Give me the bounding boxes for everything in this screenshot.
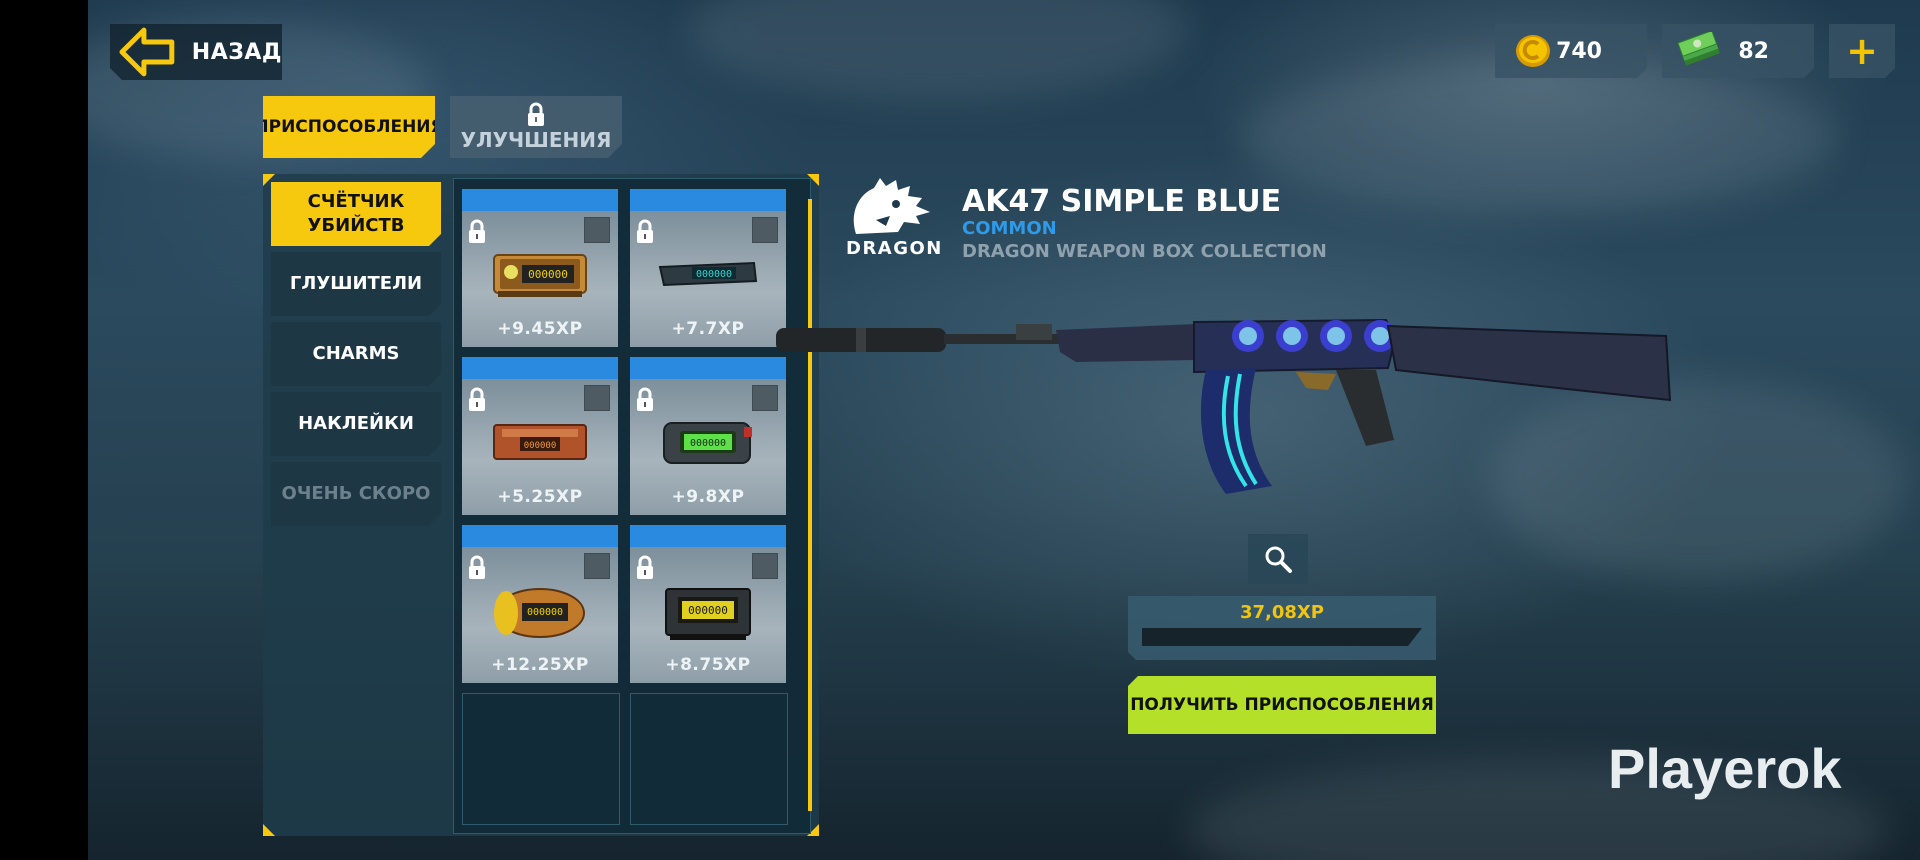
magnifier-icon bbox=[1265, 546, 1292, 573]
item-rarity-band bbox=[630, 357, 786, 379]
lock-icon bbox=[469, 219, 485, 243]
item-rarity-band bbox=[630, 525, 786, 547]
category-stickers[interactable]: НАКЛЕЙКИ bbox=[271, 392, 441, 456]
item-checkbox[interactable] bbox=[752, 217, 778, 243]
add-currency-button[interactable]: + bbox=[1829, 24, 1895, 78]
back-label: НАЗАД bbox=[191, 39, 282, 65]
kill-counter-slim-icon: 000000 bbox=[658, 261, 758, 287]
item-card[interactable]: 000000 +7.7XP bbox=[630, 189, 786, 347]
coin-amount: 740 bbox=[1556, 38, 1602, 64]
kill-counter-skull-icon: 000000 bbox=[493, 254, 587, 297]
svg-text:000000: 000000 bbox=[688, 604, 728, 617]
category-label: СЧЁТЧИК УБИЙСТВ bbox=[307, 190, 405, 236]
fog-cloud bbox=[1238, 60, 1838, 220]
item-checkbox[interactable] bbox=[752, 385, 778, 411]
category-label: НАКЛЕЙКИ bbox=[298, 412, 414, 434]
lock-icon bbox=[637, 387, 653, 411]
attachments-panel: СЧЁТЧИК УБИЙСТВ ГЛУШИТЕЛИ CHARMS НАКЛЕЙК… bbox=[263, 174, 819, 836]
category-silencers[interactable]: ГЛУШИТЕЛИ bbox=[271, 252, 441, 316]
category-coming-soon: ОЧЕНЬ СКОРО bbox=[271, 462, 441, 526]
cash-balance[interactable]: 82 bbox=[1662, 24, 1814, 78]
tab-attachments-label: ПРИСПОСОБЛЕНИЯ bbox=[254, 117, 444, 137]
get-attachments-label: ПОЛУЧИТЬ ПРИСПОСОБЛЕНИЯ bbox=[1130, 695, 1434, 715]
svg-text:000000: 000000 bbox=[527, 607, 563, 618]
lock-icon bbox=[525, 102, 547, 128]
tab-attachments[interactable]: ПРИСПОСОБЛЕНИЯ bbox=[263, 96, 435, 158]
empty-slot bbox=[462, 693, 620, 825]
category-label: CHARMS bbox=[312, 342, 400, 364]
kill-counter-green-icon: 000000 bbox=[663, 422, 752, 464]
weapon-collection: DRAGON WEAPON BOX COLLECTION bbox=[962, 241, 1327, 262]
game-screen: НАЗАД 740 82 + ПРИСПОСОБЛЕНИЯ bbox=[88, 0, 1920, 860]
watermark: Playerok bbox=[1608, 737, 1842, 800]
fog-cloud bbox=[1488, 380, 1908, 580]
cash-stack-icon bbox=[1676, 32, 1724, 70]
item-checkbox[interactable] bbox=[584, 385, 610, 411]
lock-icon bbox=[637, 219, 653, 243]
category-label: ГЛУШИТЕЛИ bbox=[289, 272, 423, 294]
lock-icon bbox=[469, 555, 485, 579]
tab-upgrades[interactable]: УЛУЧШЕНИЯ bbox=[450, 96, 622, 158]
item-rarity-band bbox=[462, 189, 618, 211]
cash-amount: 82 bbox=[1738, 38, 1769, 64]
back-button[interactable]: НАЗАД bbox=[110, 24, 282, 80]
kill-counter-cylinder-icon: 000000 bbox=[494, 588, 585, 638]
item-xp: +8.75XP bbox=[665, 655, 751, 675]
svg-text:000000: 000000 bbox=[696, 269, 732, 280]
panel-corner bbox=[263, 824, 275, 836]
item-card[interactable]: 000000 +8.75XP bbox=[630, 525, 786, 683]
item-checkbox[interactable] bbox=[752, 553, 778, 579]
category-kill-counter[interactable]: СЧЁТЧИК УБИЙСТВ bbox=[271, 182, 441, 246]
lock-icon bbox=[469, 387, 485, 411]
item-card[interactable]: 000000 +12.25XP bbox=[462, 525, 618, 683]
scrollbar[interactable] bbox=[808, 199, 812, 811]
item-card[interactable]: 000000 +9.8XP bbox=[630, 357, 786, 515]
empty-slot bbox=[630, 693, 788, 825]
item-xp: +12.25XP bbox=[491, 655, 589, 675]
xp-value: 37,08XP bbox=[1239, 602, 1324, 623]
category-charms[interactable]: CHARMS bbox=[271, 322, 441, 386]
weapon-rarity: COMMON bbox=[962, 218, 1057, 239]
back-arrow-icon bbox=[118, 26, 178, 78]
weapon-name: AK47 SIMPLE BLUE bbox=[962, 184, 1282, 219]
lock-icon bbox=[637, 555, 653, 579]
fog-cloud bbox=[688, 0, 1188, 100]
zoom-button[interactable] bbox=[1248, 534, 1308, 584]
coin-balance[interactable]: 740 bbox=[1495, 24, 1647, 78]
xp-progress-box: 37,08XP bbox=[1128, 596, 1436, 660]
dragon-logo: DRAGON bbox=[846, 176, 941, 259]
item-xp: +9.8XP bbox=[671, 487, 745, 507]
item-checkbox[interactable] bbox=[584, 217, 610, 243]
dragon-head-icon bbox=[853, 178, 930, 234]
kill-counter-copper-icon: 000000 bbox=[493, 424, 587, 460]
item-xp: +7.7XP bbox=[671, 319, 745, 339]
category-label: ОЧЕНЬ СКОРО bbox=[281, 482, 431, 504]
items-grid: 000000 +9.45XP 000000 +7.7XP bbox=[453, 178, 812, 834]
get-attachments-button[interactable]: ПОЛУЧИТЬ ПРИСПОСОБЛЕНИЯ bbox=[1128, 676, 1436, 734]
tab-upgrades-label: УЛУЧШЕНИЯ bbox=[460, 128, 612, 152]
item-rarity-band bbox=[462, 525, 618, 547]
logo-text: DRAGON bbox=[846, 238, 943, 259]
item-card[interactable]: 000000 +9.45XP bbox=[462, 189, 618, 347]
svg-text:000000: 000000 bbox=[524, 441, 557, 451]
item-xp: +9.45XP bbox=[497, 319, 583, 339]
svg-text:000000: 000000 bbox=[690, 438, 726, 449]
item-card[interactable]: 000000 +5.25XP bbox=[462, 357, 618, 515]
item-rarity-band bbox=[630, 189, 786, 211]
item-rarity-band bbox=[462, 357, 618, 379]
kill-counter-black-icon: 000000 bbox=[665, 588, 751, 640]
coin-icon bbox=[1513, 32, 1553, 70]
item-xp: +5.25XP bbox=[497, 487, 583, 507]
svg-text:000000: 000000 bbox=[528, 268, 568, 281]
item-checkbox[interactable] bbox=[584, 553, 610, 579]
weapon-preview bbox=[776, 318, 1672, 494]
xp-progress-bar bbox=[1142, 628, 1422, 646]
plus-icon: + bbox=[1846, 29, 1878, 73]
